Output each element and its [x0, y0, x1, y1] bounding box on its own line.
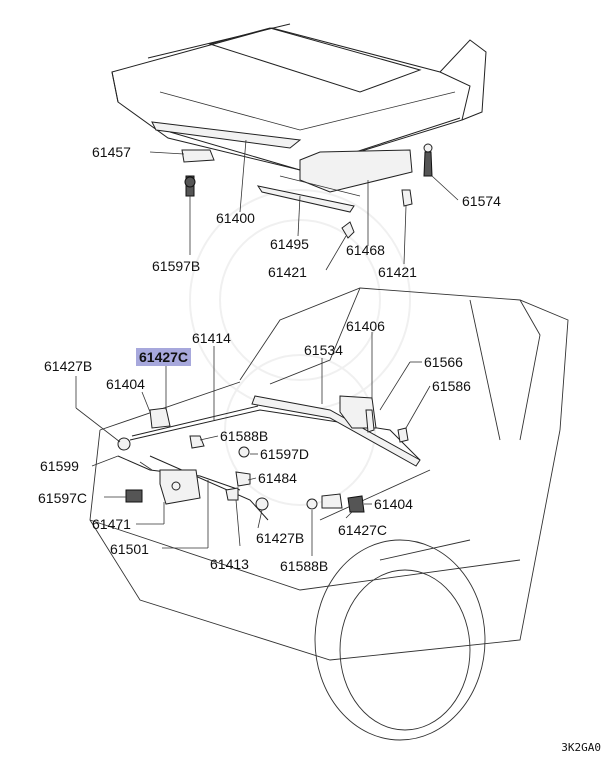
part-label-61427c-selected[interactable]: 61427C: [136, 348, 192, 366]
part-label-61588b-bottom[interactable]: 61588B: [280, 558, 329, 574]
part-label-61404-left[interactable]: 61404: [106, 376, 145, 392]
part-label-61588b-mid[interactable]: 61588B: [220, 428, 269, 444]
part-label-61574[interactable]: 61574: [462, 193, 501, 209]
part-label-61597b[interactable]: 61597B: [152, 258, 201, 274]
part-label-61406[interactable]: 61406: [346, 318, 385, 334]
part-label-61427c-right[interactable]: 61427C: [338, 522, 388, 538]
part-label-61484[interactable]: 61484: [258, 470, 297, 486]
part-label-61471[interactable]: 61471: [92, 516, 131, 532]
diagram-code: 3K2GA0: [561, 741, 601, 754]
leader-lines: [75, 139, 459, 556]
part-label-61400[interactable]: 61400: [216, 210, 255, 226]
part-label-61597d[interactable]: 61597D: [260, 446, 310, 462]
part-label-61501[interactable]: 61501: [110, 541, 149, 557]
part-label-61457[interactable]: 61457: [92, 144, 131, 160]
latch-and-cable: [117, 395, 421, 521]
part-label-61586[interactable]: 61586: [432, 378, 471, 394]
part-label-61414[interactable]: 61414: [192, 330, 231, 346]
part-label-61421-left[interactable]: 61421: [268, 264, 307, 280]
part-label-61427b-bottom[interactable]: 61427B: [256, 530, 305, 546]
part-label-61468[interactable]: 61468: [346, 242, 385, 258]
part-label-61495[interactable]: 61495: [270, 236, 309, 252]
part-label-61599[interactable]: 61599: [40, 458, 79, 474]
part-label-61413[interactable]: 61413: [210, 556, 249, 572]
part-label-61566[interactable]: 61566: [424, 354, 463, 370]
part-label-61421-right[interactable]: 61421: [378, 264, 417, 280]
part-label-61404-right[interactable]: 61404: [374, 496, 413, 512]
part-label-61597c[interactable]: 61597C: [38, 490, 88, 506]
part-label-61534[interactable]: 61534: [304, 342, 343, 358]
hood-underside: [151, 121, 433, 239]
vehicle-body: [89, 287, 569, 741]
part-label-61427b-top[interactable]: 61427B: [44, 358, 93, 374]
